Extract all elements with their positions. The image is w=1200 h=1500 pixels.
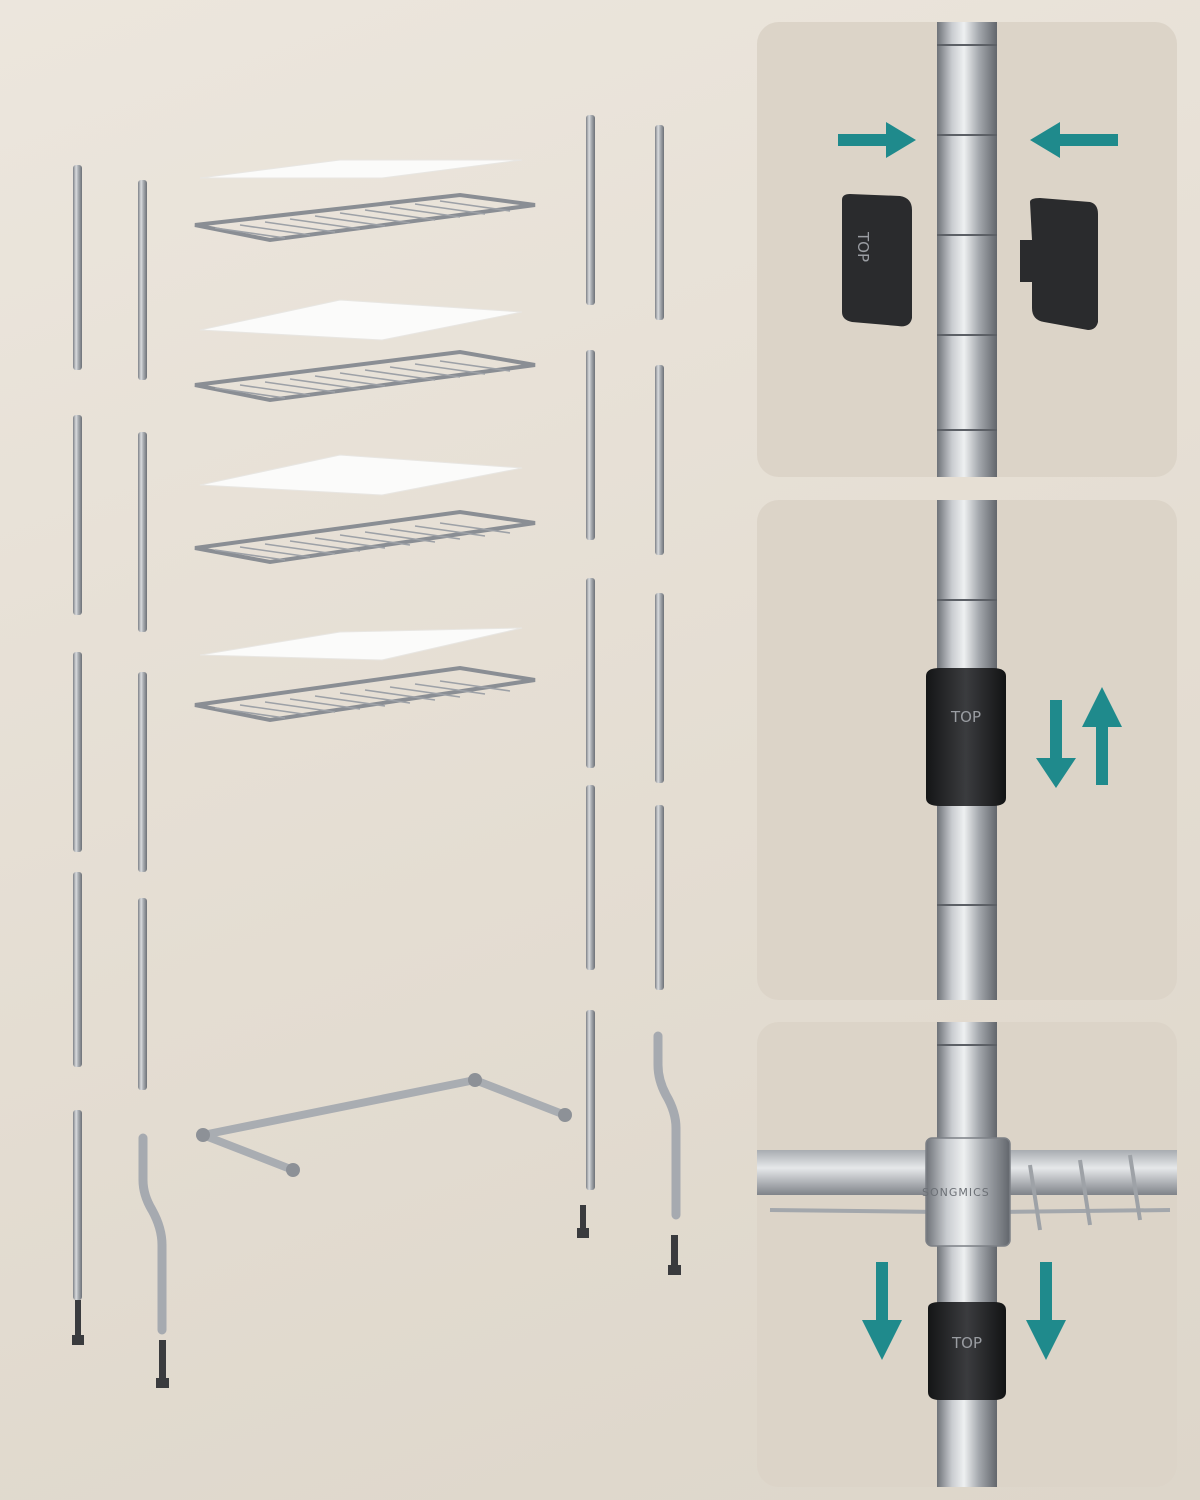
- arrow-down-icon: [862, 1262, 902, 1360]
- pole-segment: [586, 115, 595, 305]
- shelf-bar-left: [757, 1150, 942, 1195]
- arrow-down-icon: [1026, 1262, 1066, 1360]
- pole-segment: [586, 350, 595, 540]
- sleeve-top-label-lower: TOP: [951, 1334, 982, 1352]
- shelf-4: [194, 627, 536, 723]
- leveling-foot: [156, 1340, 169, 1388]
- step-panel-attach-clips: TOP: [757, 22, 1177, 477]
- pole-segment: [138, 180, 147, 380]
- curved-bottom-pole: [138, 1133, 167, 1335]
- shelf-liner: [199, 454, 523, 496]
- shelf-2: [194, 299, 536, 403]
- arrow-left-icon: [1030, 122, 1118, 158]
- shelf-liner: [199, 299, 523, 341]
- step-panel-lock-shelf: SONGMICS TOP: [757, 1022, 1177, 1487]
- base-frame: [196, 1073, 572, 1177]
- pole-segment: [655, 125, 664, 320]
- leveling-foot: [668, 1235, 681, 1275]
- pole-segment: [138, 432, 147, 632]
- sleeve-top-label: TOP: [950, 708, 981, 726]
- pole-segment: [73, 415, 82, 615]
- pole-segment: [586, 1010, 595, 1190]
- pole-segment: [73, 872, 82, 1067]
- arrow-up-icon: [1082, 687, 1122, 785]
- pole-segment: [138, 898, 147, 1090]
- pole-closeup: [937, 1022, 997, 1487]
- pole-column-2: [138, 180, 169, 1388]
- pole-column-4: [653, 125, 681, 1275]
- step-panel-slide-sleeve: TOP: [757, 500, 1177, 1000]
- pole-segment: [655, 593, 664, 783]
- plastic-sleeve: [926, 668, 1006, 806]
- shelf-liner: [199, 159, 523, 179]
- curved-bottom-pole: [653, 1031, 681, 1220]
- pole-column-3: [577, 115, 595, 1238]
- pole-segment: [73, 652, 82, 852]
- shelf-3: [194, 454, 536, 565]
- pole-segment: [586, 578, 595, 768]
- pole-segment: [73, 165, 82, 370]
- pole-closeup: [937, 22, 997, 477]
- pole-segment: [655, 365, 664, 555]
- shelf-liner: [199, 627, 523, 661]
- pole-segment: [586, 785, 595, 970]
- leveling-foot: [577, 1205, 589, 1238]
- shelf-collar: [925, 1137, 1011, 1247]
- shelf-1: [194, 159, 536, 243]
- arrow-down-icon: [1036, 700, 1076, 788]
- shelf-bar-right: [997, 1150, 1177, 1195]
- pole-column-1: [72, 165, 84, 1345]
- arrow-right-icon: [838, 122, 916, 158]
- collar-brand: SONGMICS: [922, 1186, 990, 1199]
- clip-left: [842, 194, 912, 327]
- plastic-sleeve: [928, 1302, 1006, 1400]
- clip-top-label: TOP: [854, 231, 872, 262]
- leveling-foot: [72, 1300, 84, 1345]
- pole-segment: [73, 1110, 82, 1300]
- pole-segment: [138, 672, 147, 872]
- pole-segment: [655, 805, 664, 990]
- clip-right: [1020, 198, 1098, 330]
